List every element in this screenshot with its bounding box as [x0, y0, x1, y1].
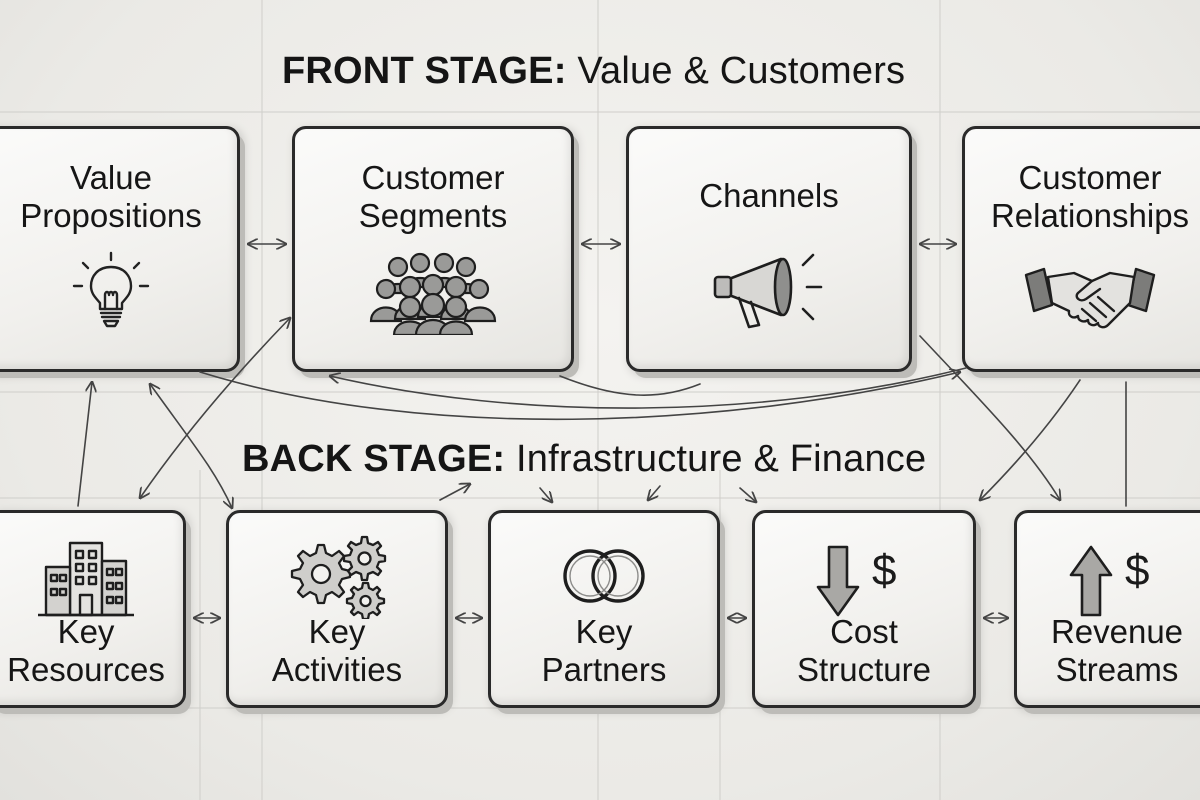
revenue-icon-group: $ [1067, 543, 1167, 619]
channels-block: Channels [626, 126, 912, 372]
cost-icon-group: $ [814, 543, 914, 619]
linked-rings-icon [563, 549, 645, 603]
dollar-sign-icon: $ [1125, 546, 1150, 595]
revenue-streams-label: Revenue Streams [1050, 613, 1184, 688]
customer-segments-block: Customer Segments [292, 126, 574, 372]
value-propositions-label: Value Propositions [20, 159, 202, 234]
key-partners-block: Key Partners [488, 510, 720, 708]
building-icon [38, 541, 134, 617]
key-activities-label: Key Activities [271, 613, 403, 688]
arrow-up-icon [1069, 545, 1113, 617]
key-partners-label: Key Partners [541, 613, 667, 688]
channels-label: Channels [699, 177, 839, 214]
cost-structure-block: $ Cost Structure [752, 510, 976, 708]
back-stage-heading: BACK STAGE: Infrastructure & Finance [242, 438, 927, 480]
gears-icon [290, 535, 387, 619]
front-stage-heading: FRONT STAGE: Value & Customers [282, 50, 906, 92]
customer-segments-label: Customer Segments [358, 159, 508, 234]
cost-structure-label: Cost Structure [797, 613, 931, 688]
lightbulb-icon [72, 251, 150, 328]
arrow-down-icon [816, 545, 860, 617]
customer-relationships-label: Customer Relationships [990, 159, 1190, 234]
value-propositions-block: Value Propositions [0, 126, 240, 372]
key-resources-block: Key Resources [0, 510, 186, 708]
revenue-streams-block: $ Revenue Streams [1014, 510, 1200, 708]
key-activities-block: Key Activities [226, 510, 448, 708]
customer-relationships-block: Customer Relationships [962, 126, 1200, 372]
handshake-icon [1024, 267, 1156, 329]
key-resources-label: Key Resources [7, 613, 165, 688]
dollar-sign-icon: $ [872, 546, 897, 595]
people-group-icon [369, 252, 497, 335]
megaphone-icon [713, 253, 823, 329]
